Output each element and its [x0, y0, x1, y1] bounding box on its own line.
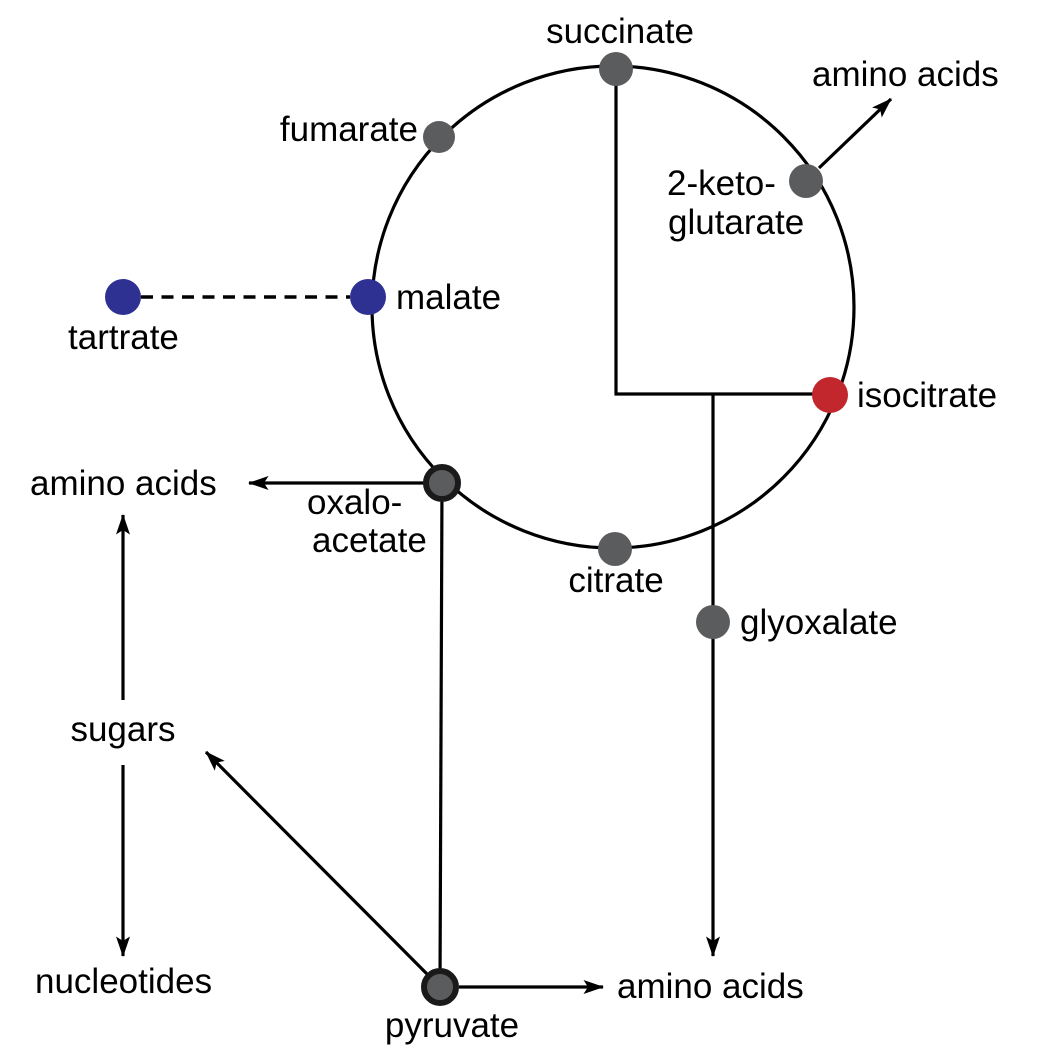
label-nucleotides: nucleotides	[35, 962, 212, 1001]
edge-ketoglutarate-aminoacids	[817, 97, 893, 170]
node-tartrate	[105, 279, 141, 315]
node-malate	[350, 279, 386, 315]
node-glyoxalate	[696, 605, 730, 639]
label-amino-acids-left: amino acids	[30, 464, 217, 503]
node-isocitrate	[812, 377, 848, 413]
node-citrate	[598, 532, 632, 566]
label-sugars: sugars	[70, 710, 175, 749]
label-2-keto-line1: 2-keto-	[667, 164, 776, 203]
node-succinate	[599, 52, 633, 86]
label-isocitrate: isocitrate	[857, 376, 997, 415]
label-fumarate: fumarate	[280, 110, 418, 149]
node-fumarate	[423, 121, 455, 153]
node-pyruvate	[421, 968, 459, 1006]
edge-oxaloacetate-pyruvate	[438, 482, 444, 988]
node-oxaloacetate	[423, 464, 461, 502]
label-2-keto-line2: glutarate	[668, 203, 804, 242]
label-citrate: citrate	[568, 561, 663, 600]
label-oxalo-line2: acetate	[312, 521, 427, 560]
label-amino-acids-bottom: amino acids	[617, 967, 804, 1006]
label-malate: malate	[396, 278, 501, 317]
edge-pyruvate-sugars	[204, 750, 430, 977]
label-succinate: succinate	[546, 12, 694, 51]
label-glyoxalate: glyoxalate	[740, 603, 898, 642]
label-tartrate: tartrate	[68, 318, 179, 357]
label-pyruvate: pyruvate	[385, 1006, 519, 1045]
edge-succinate-isocitrate	[614, 70, 830, 396]
node-2-ketoglutarate	[789, 164, 823, 198]
label-oxalo-line1: oxalo-	[307, 483, 402, 522]
label-amino-acids-top: amino acids	[812, 55, 999, 94]
